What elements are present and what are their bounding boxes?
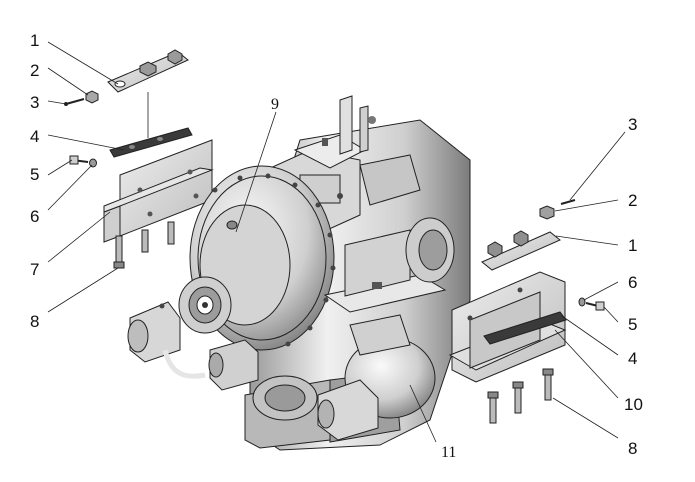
- auxiliary-pump: [208, 339, 259, 391]
- callout-left-5: 5: [30, 165, 39, 184]
- hydraulic-pump-left: [127, 301, 206, 379]
- callout-center-11: 11: [441, 444, 456, 461]
- left-rubber-pad-part-4: [109, 127, 193, 158]
- transmission-assembly: [127, 95, 471, 451]
- callout-right-1: 1: [628, 236, 637, 255]
- nut-icon: [513, 230, 529, 247]
- callout-right-5: 5: [628, 315, 637, 334]
- left-bolt-part-3: [64, 98, 85, 106]
- callout-right-2: 2: [628, 191, 637, 210]
- callout-left-6: 6: [30, 207, 39, 226]
- callout-right-6: 6: [628, 273, 637, 292]
- right-washer-part-6-5: [578, 297, 605, 311]
- nut-icon: [167, 49, 183, 65]
- nut-icon: [487, 241, 503, 258]
- right-bolt-part-3: [560, 199, 576, 205]
- hydraulic-pump-part-11: [317, 314, 436, 441]
- callout-left-2: 2: [30, 61, 39, 80]
- left-studs-part-8: [113, 221, 175, 269]
- left-bracket-plate-part-7: [103, 139, 214, 243]
- left-washer-part-5-6: [69, 155, 97, 168]
- callout-right-3: 3: [628, 115, 637, 134]
- right-mount-top-bar-part-1: [481, 230, 561, 271]
- callout-left-4: 4: [30, 127, 39, 146]
- callout-left-8: 8: [30, 312, 39, 331]
- callout-right-10: 10: [624, 395, 643, 414]
- callout-left-7: 7: [30, 260, 39, 279]
- right-rubber-pad-part-4: [483, 311, 567, 345]
- output-flange: [252, 375, 318, 421]
- center-cross-bracket: [323, 229, 447, 313]
- nut-icon: [139, 61, 157, 77]
- right-studs-part-8: [487, 368, 554, 424]
- leader-lines: [47, 41, 626, 443]
- input-shaft-hub: [178, 276, 232, 334]
- left-mount-top-bar: [107, 49, 189, 93]
- left-nut-part-2: [85, 90, 99, 104]
- callout-right-8: 8: [628, 439, 637, 458]
- left-callout-labels: 1 2 3 4 5 6 7 8: [30, 31, 39, 331]
- center-callout-labels: 9 11: [271, 96, 456, 461]
- callout-center-9: 9: [271, 96, 279, 113]
- callout-left-1: 1: [30, 31, 39, 50]
- callout-left-3: 3: [30, 93, 39, 112]
- right-nut-part-2: [539, 205, 555, 220]
- right-output-disc: [405, 217, 455, 283]
- right-callout-labels: 3 2 1 6 5 4 10 8: [624, 115, 643, 458]
- callout-right-4: 4: [628, 349, 637, 368]
